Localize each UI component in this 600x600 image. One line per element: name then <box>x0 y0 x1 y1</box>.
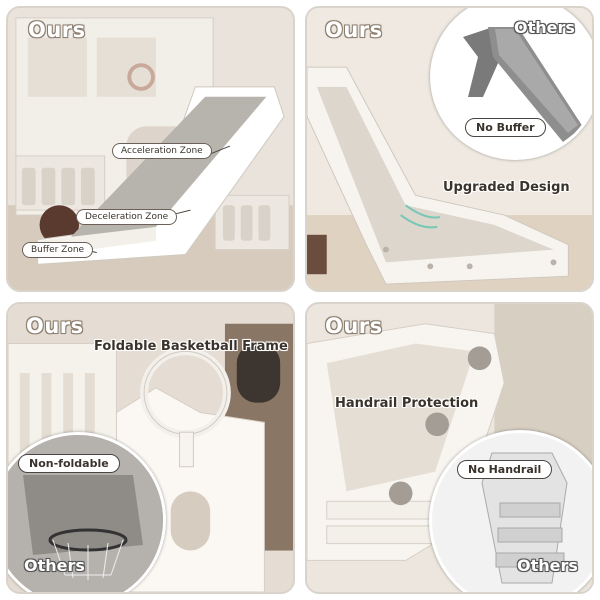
others-badge: Others <box>517 556 578 575</box>
others-badge: Others <box>514 18 575 37</box>
panel-basketball: Ours Foldable Basketball Frame Non-folda… <box>6 302 295 594</box>
upgraded-design-heading: Upgraded Design <box>443 180 570 195</box>
ours-badge: Ours <box>26 314 84 338</box>
slide-zones-photo <box>8 8 293 290</box>
panel-handrail: Ours Handrail Protection No Handrail Oth… <box>305 302 594 594</box>
buffer-zone-label: Buffer Zone <box>22 242 94 258</box>
panel-slide-zones: Ours Acceleration Zone Deceleration Zone… <box>6 6 295 292</box>
ours-badge: Ours <box>325 314 383 338</box>
deceleration-zone-label: Deceleration Zone <box>76 209 178 225</box>
foldable-basketball-frame-heading: Foldable Basketball Frame <box>94 339 288 354</box>
others-inset-circle <box>429 430 592 592</box>
no-handrail-illustration <box>432 433 592 592</box>
slide-buffer-photo <box>307 8 592 290</box>
ours-badge: Ours <box>325 18 383 42</box>
others-badge: Others <box>24 556 85 575</box>
no-handrail-label: No Handrail <box>457 460 553 479</box>
no-buffer-label: No Buffer <box>465 118 546 137</box>
panel-slide-compare: Ours Others No Buffer Upgraded Design <box>305 6 594 292</box>
handrail-protection-heading: Handrail Protection <box>335 396 479 411</box>
ours-badge: Ours <box>28 18 86 42</box>
non-foldable-label: Non-foldable <box>18 454 120 473</box>
acceleration-zone-label: Acceleration Zone <box>112 143 212 159</box>
